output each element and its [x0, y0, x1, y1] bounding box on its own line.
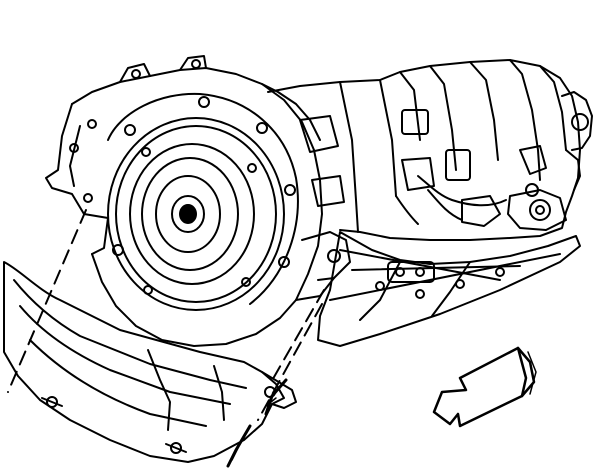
bolt-icon — [226, 378, 288, 468]
dust-cover-icon — [3, 261, 297, 463]
bell-housing-icon — [45, 55, 351, 347]
torque-converter-icon — [107, 117, 285, 311]
oil-pan-icon — [317, 231, 581, 347]
alignment-lines — [7, 209, 325, 421]
front-direction-arrow-icon — [432, 346, 537, 428]
transmission-case-icon — [267, 59, 593, 241]
